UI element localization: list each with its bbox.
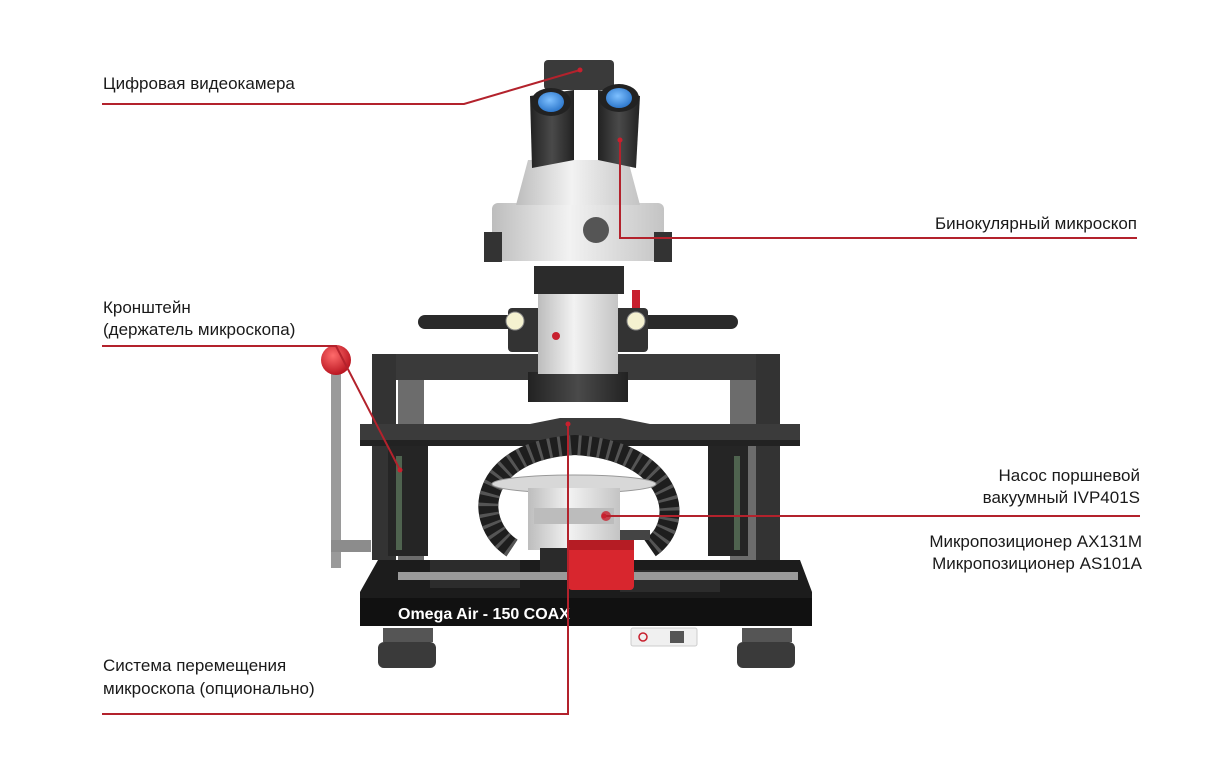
- binocular-label: Бинокулярный микроскоп: [935, 214, 1137, 233]
- bracket-label-line2: (держатель микроскопа): [103, 320, 296, 339]
- bracket-leader: [102, 345, 401, 471]
- pump-label-line2: вакуумный IVP401S: [982, 488, 1140, 507]
- micropositioner-label-line1: Микропозиционер AX131M: [929, 532, 1142, 551]
- motion-leader: [102, 424, 569, 715]
- cable-chain: [478, 434, 680, 557]
- feet: [378, 628, 795, 668]
- motion-label-line1: Система перемещения: [103, 656, 287, 675]
- camera-label: Цифровая видеокамера: [103, 74, 295, 93]
- micropositioner-label-line2: Микропозиционер AS101A: [932, 554, 1142, 573]
- eyepieces: [530, 84, 640, 168]
- brand-label: Omega Air - 150 COAX: [398, 606, 570, 623]
- callout-dots: [397, 67, 623, 519]
- binocular-leader: [619, 140, 1137, 239]
- camera-leader: [102, 69, 581, 105]
- callout-lines: [102, 69, 1140, 715]
- vacuum-pump: [568, 530, 650, 590]
- bracket-label-line1: Кронштейн: [103, 298, 191, 317]
- lever-handle: [321, 345, 371, 568]
- motion-label-line2: микроскопа (опционально): [103, 679, 315, 698]
- pump-label-line1: Насос поршневой: [998, 466, 1141, 485]
